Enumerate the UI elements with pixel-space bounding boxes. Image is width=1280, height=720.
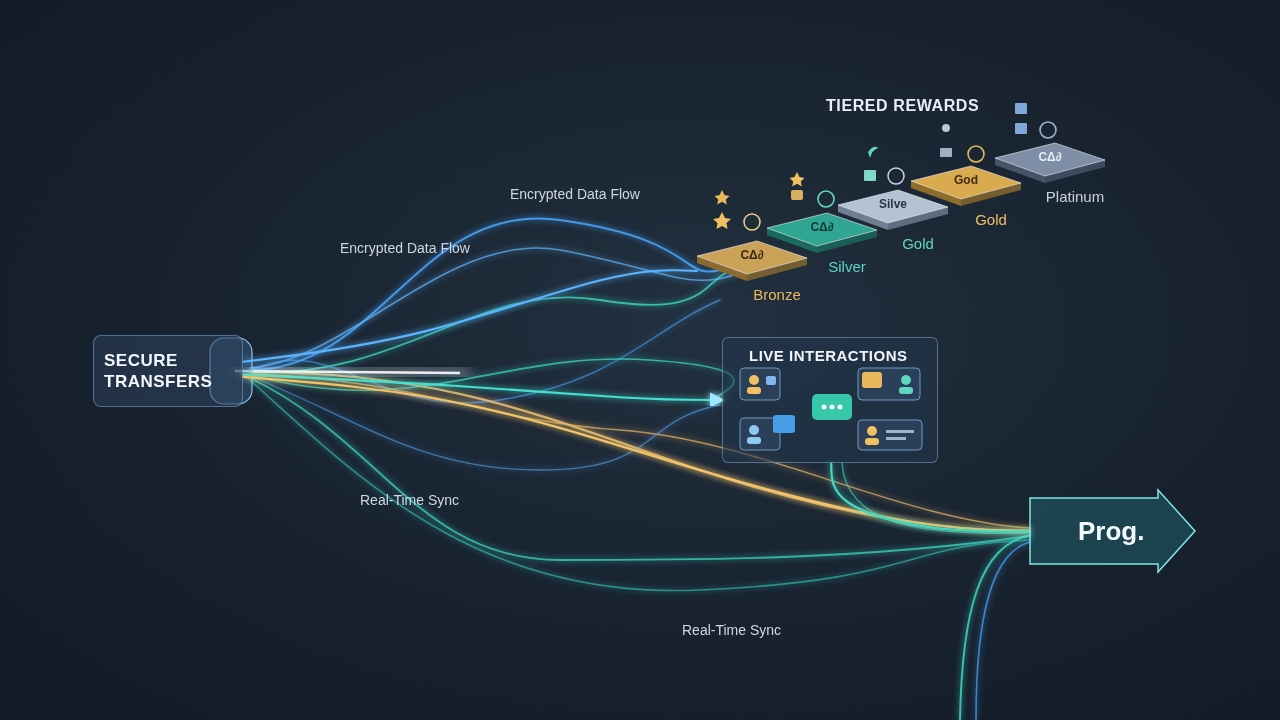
video-icon bbox=[766, 376, 776, 385]
flow-connector bbox=[243, 375, 722, 400]
person-icon bbox=[865, 438, 879, 445]
avatar-card bbox=[740, 418, 780, 450]
light-strand bbox=[250, 218, 720, 370]
light-strand bbox=[250, 376, 720, 470]
message-bubble bbox=[773, 415, 795, 433]
tier-tile: CΔ∂ Platinum bbox=[995, 138, 1125, 213]
message-bubble bbox=[862, 372, 882, 388]
gift-icon bbox=[1015, 123, 1027, 134]
gift-icon bbox=[1015, 103, 1027, 114]
tile-top bbox=[911, 166, 1021, 199]
light-strand bbox=[250, 248, 760, 368]
tile-inscription: CΔ∂ bbox=[787, 220, 857, 234]
chat-dot bbox=[830, 405, 835, 410]
panel-box: LIVE INTERACTIONS bbox=[722, 337, 938, 463]
tier-name: Gold bbox=[873, 235, 963, 252]
arrow-box: Prog. bbox=[1030, 490, 1195, 572]
person-icon bbox=[901, 375, 911, 385]
tile-inscription: God bbox=[931, 173, 1001, 187]
bright-core bbox=[235, 371, 470, 373]
light-strands bbox=[250, 218, 1030, 720]
text-line bbox=[886, 437, 906, 440]
leaf-icon bbox=[868, 147, 878, 158]
person-icon bbox=[942, 124, 950, 132]
avatar-card bbox=[740, 368, 780, 400]
arrow-outline bbox=[1030, 490, 1195, 572]
person-icon bbox=[749, 375, 759, 385]
person-icon bbox=[899, 387, 913, 394]
stack-icon bbox=[940, 148, 952, 157]
badge-icon bbox=[1040, 122, 1056, 138]
connector-label: Real-Time Sync bbox=[360, 492, 459, 508]
tile-inscription: CΔ∂ bbox=[1015, 150, 1085, 164]
person-icon bbox=[749, 425, 759, 435]
gift-icon bbox=[864, 170, 876, 181]
avatar-card bbox=[858, 420, 922, 450]
chat-dot bbox=[838, 405, 843, 410]
section-heading: TIERED REWARDS bbox=[826, 97, 979, 115]
chat-icons-group bbox=[740, 368, 922, 450]
tile-top bbox=[995, 143, 1105, 176]
light-strand bbox=[250, 300, 720, 403]
tier-name: Bronze bbox=[732, 286, 822, 303]
flow-label: Encrypted Data Flow bbox=[340, 240, 470, 256]
star-icon bbox=[713, 212, 731, 229]
star-icon bbox=[715, 190, 730, 204]
star-icon bbox=[790, 172, 805, 186]
source-box: SECURE TRANSFERS bbox=[93, 335, 243, 407]
flow-connector bbox=[831, 463, 1030, 532]
node-title: SECURE TRANSFERS bbox=[104, 350, 224, 392]
tile-inscription: Silve bbox=[858, 197, 928, 211]
flow-connector bbox=[243, 270, 697, 362]
text-line bbox=[886, 430, 914, 433]
badge-icon bbox=[888, 168, 904, 184]
light-strand bbox=[976, 542, 1030, 720]
person-icon bbox=[747, 387, 761, 394]
flow-label: Real-Time Sync bbox=[682, 622, 781, 638]
tile-top bbox=[697, 241, 807, 274]
bright-core bbox=[235, 371, 460, 373]
tier-name: Platinum bbox=[1030, 188, 1120, 205]
cup-icon bbox=[791, 190, 803, 200]
chat-dot bbox=[822, 405, 827, 410]
tier-name: Gold bbox=[946, 211, 1036, 228]
badge-icon bbox=[818, 191, 834, 207]
badge-icon bbox=[744, 214, 760, 230]
chat-bubble bbox=[812, 394, 852, 420]
tier-icons bbox=[713, 103, 1056, 230]
node-title: Prog. bbox=[1078, 516, 1144, 547]
avatar-card bbox=[858, 368, 920, 400]
tier-name: Silver bbox=[802, 258, 892, 275]
node-title: LIVE INTERACTIONS bbox=[749, 347, 937, 364]
person-icon bbox=[867, 426, 877, 436]
badge-icon bbox=[968, 146, 984, 162]
connector-label: Encrypted Data Flow bbox=[510, 186, 640, 202]
tile-inscription: CΔ∂ bbox=[717, 248, 787, 262]
light-strand bbox=[842, 463, 1030, 533]
person-icon bbox=[747, 437, 761, 444]
light-strand bbox=[250, 359, 734, 400]
light-strand bbox=[960, 535, 1030, 720]
light-strand bbox=[250, 268, 742, 372]
